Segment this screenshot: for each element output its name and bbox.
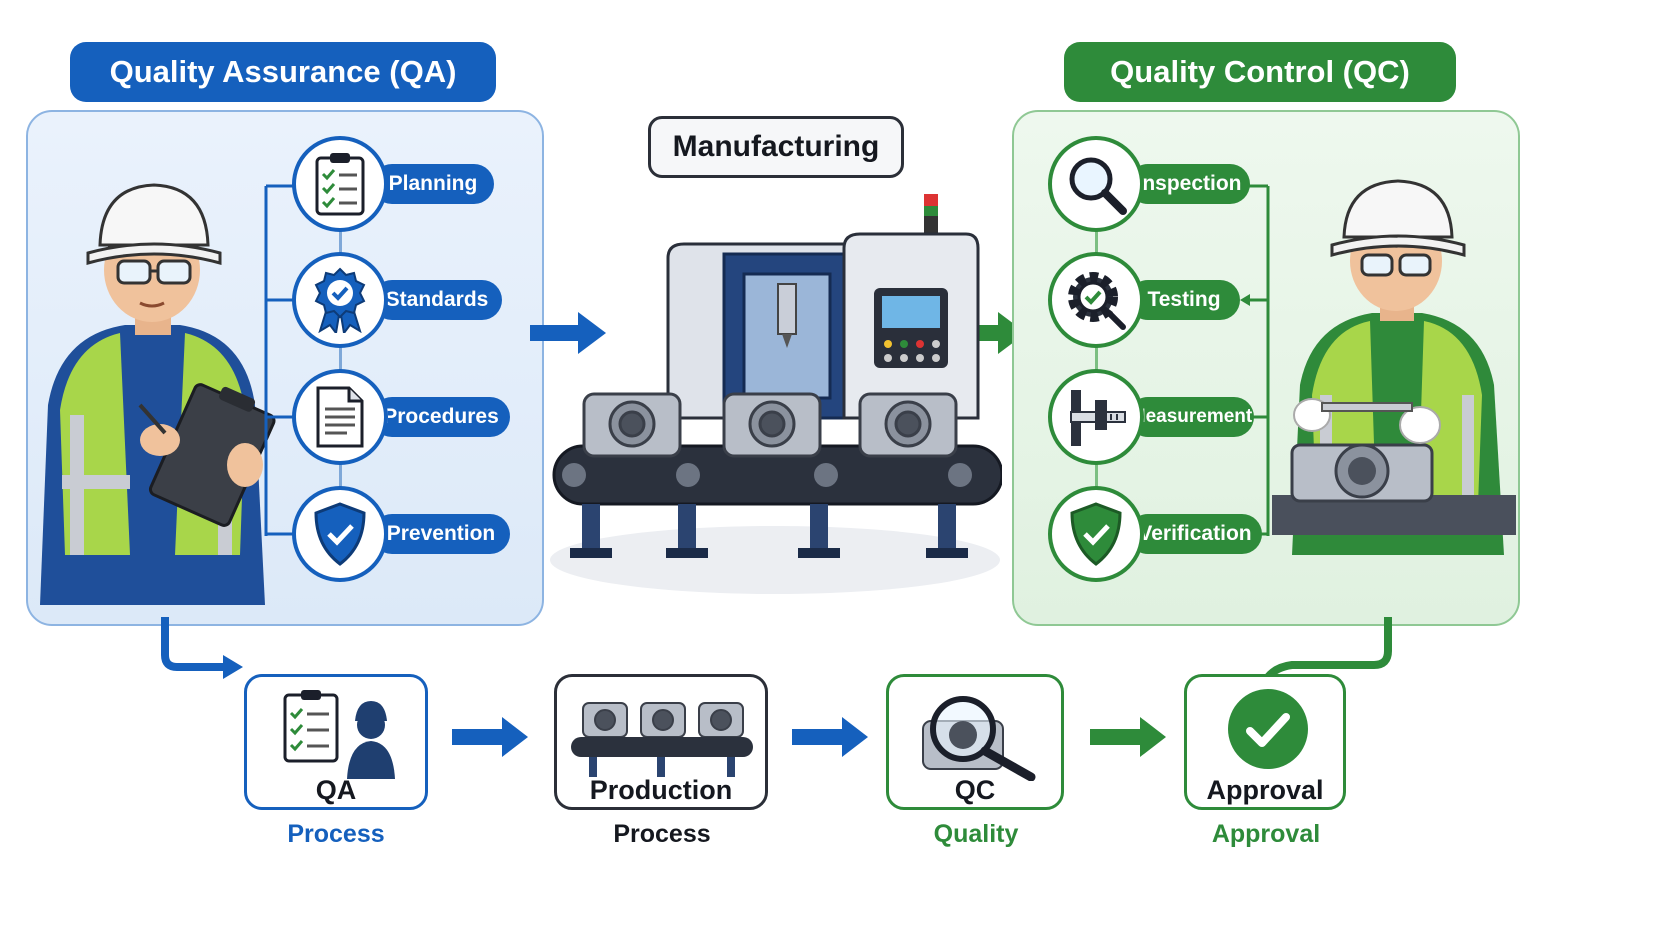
manufacturing-label: Manufacturing	[648, 116, 904, 178]
qa-item-standards	[292, 252, 388, 348]
check-circle-icon	[1228, 689, 1308, 769]
qc-down-connector	[1264, 617, 1392, 680]
flow-arrow-2	[792, 717, 868, 757]
qc-tag-measurement: Measurement	[1128, 397, 1254, 437]
flow-box-qc-label: QC	[954, 775, 996, 805]
shield-check-icon	[314, 502, 366, 566]
flow-caption-production: Process	[613, 820, 711, 848]
flow-caption-qa: Process	[287, 820, 385, 848]
qc-item-testing	[1048, 252, 1144, 348]
flow-caption-approval: Approval	[1211, 820, 1321, 848]
qa-down-connector	[161, 617, 243, 679]
qa-item-planning	[292, 136, 388, 232]
flow-caption-qc: Quality	[933, 820, 1019, 848]
flow-arrow-3	[1090, 717, 1166, 757]
qa-inspector-illustration	[40, 183, 276, 605]
qc-branch-connector	[1240, 184, 1270, 536]
qa-tag-planning: Planning	[372, 164, 494, 204]
qa-item-procedures	[292, 369, 388, 465]
flow-box-production-label: Production	[589, 775, 733, 805]
gear-check-icon	[1068, 272, 1126, 330]
qa-tag-procedures: Procedures	[372, 397, 510, 437]
flow-box-production: Production	[554, 674, 768, 810]
flow-box-qa: QA	[244, 674, 428, 810]
conveyor-parts-icon	[571, 702, 753, 777]
qc-item-verification	[1048, 486, 1144, 582]
qc-item-inspection	[1048, 136, 1144, 232]
qc-tag-testing: Testing	[1128, 280, 1240, 320]
clipboard-checklist-icon	[315, 153, 365, 216]
magnifier-part-icon	[922, 696, 1036, 781]
flow-box-approval-label: Approval	[1206, 775, 1324, 805]
qa-tag-standards: Standards	[372, 280, 502, 320]
document-icon	[316, 386, 364, 448]
qa-title: Quality Assurance (QA)	[70, 42, 496, 102]
flow-box-approval: Approval	[1184, 674, 1346, 810]
qc-inspector-illustration	[1272, 179, 1516, 555]
qa-tag-prevention: Prevention	[372, 514, 510, 554]
qc-title: Quality Control (QC)	[1064, 42, 1456, 102]
qc-item-measurement	[1048, 369, 1144, 465]
qc-tag-verification: Verification	[1128, 514, 1262, 554]
award-ribbon-icon	[314, 267, 366, 333]
magnifier-icon	[1069, 157, 1127, 215]
qa-item-prevention	[292, 486, 388, 582]
flow-box-qa-label: QA	[315, 775, 357, 805]
flow-arrow-1	[452, 717, 528, 757]
shield-check-icon	[1070, 502, 1122, 566]
caliper-icon	[1070, 390, 1126, 446]
cnc-machine-conveyor-illustration	[550, 194, 1002, 594]
flow-box-qc: QC	[886, 674, 1064, 810]
arrow-qa-to-manufacturing	[530, 312, 606, 354]
qc-tag-inspection: Inspection	[1128, 164, 1250, 204]
clipboard-worker-icon	[283, 690, 395, 779]
qa-branch-connector	[264, 180, 304, 540]
